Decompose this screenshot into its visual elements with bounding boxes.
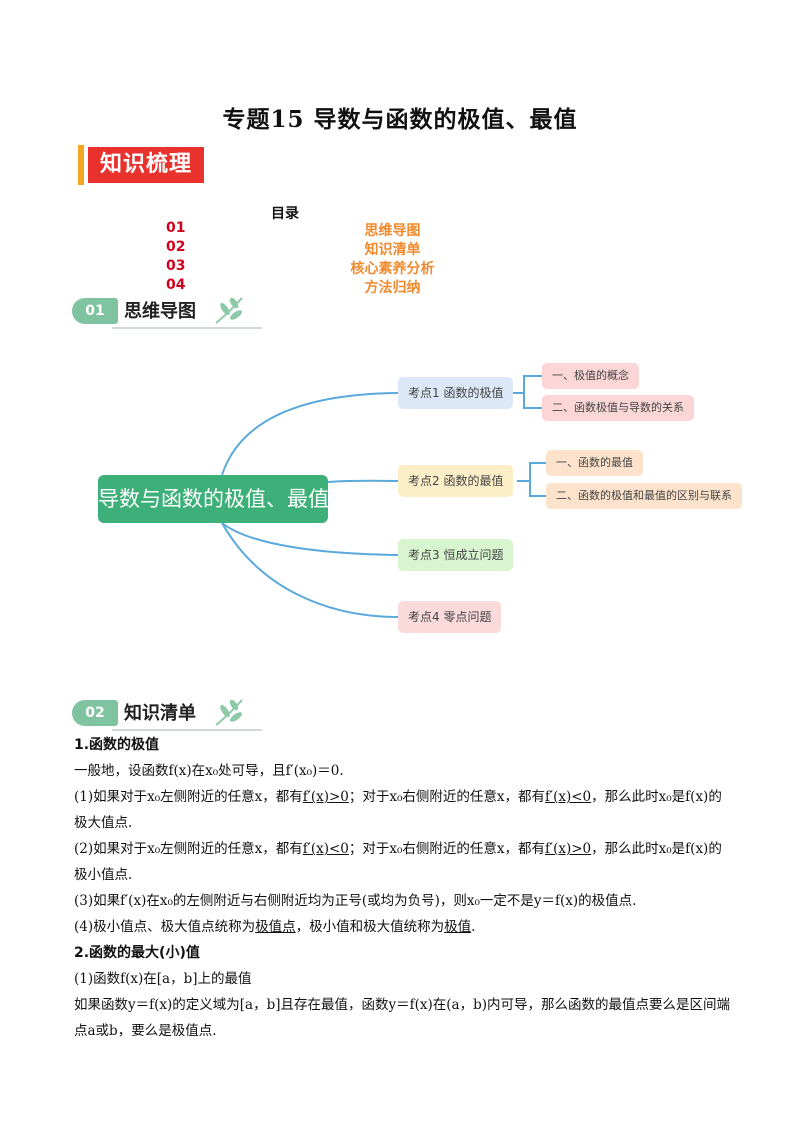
text: (2)如果对于x₀左侧附近的任意x，都有 [74, 841, 303, 857]
section-number-badge: 02 [72, 700, 118, 726]
text: ；对于x₀右侧附近的任意x，都有 [348, 789, 546, 805]
text: (1)如果对于x₀左侧附近的任意x，都有 [74, 789, 303, 805]
mindmap-leaf-2-1[interactable]: 一、函数的最值 [546, 450, 643, 476]
toc-number: 03 [166, 258, 186, 274]
paragraph: (1)函数f(x)在[a，b]上的最值 [74, 971, 252, 987]
underlined-term: f′(x)<0 [302, 841, 349, 857]
underlined-term: 极值 [444, 919, 472, 935]
mindmap-root[interactable]: 导数与函数的极值、最值 [98, 475, 329, 523]
toc-number: 04 [166, 277, 186, 293]
connector-root-k4 [221, 522, 399, 618]
section-underline [112, 327, 262, 329]
toc-label: 核心素养分析 [350, 261, 435, 277]
paragraph: 如果函数y＝f(x)的定义域为[a，b]且存在最值，函数y＝f(x)在(a，b)… [74, 997, 730, 1039]
underlined-term: f′(x)<0 [545, 789, 592, 805]
banner-accent-bar [78, 145, 84, 185]
paragraph: (3)如果f′(x)在x₀的左侧附近与右侧附近均为正号(或均为负号)，则x₀一定… [74, 893, 637, 909]
section-number-badge: 01 [72, 298, 118, 324]
mindmap-branch-3[interactable]: 考点3 恒成立问题 [398, 539, 514, 571]
toc-label: 思维导图 [364, 223, 421, 239]
paragraph: (4)极小值点、极大值点统称为极值点，极小值和极大值统称为极值. [74, 914, 730, 940]
text: ，那么此时x₀是f(x)的极小值点. [74, 841, 722, 883]
paragraph: (2)如果对于x₀左侧附近的任意x，都有f′(x)<0；对于x₀右侧附近的任意x… [74, 836, 730, 888]
heading-max-min: 2.函数的最大(小)值 [74, 945, 200, 961]
knowledge-banner: 知识梳理 [78, 145, 204, 185]
toc-number: 02 [166, 239, 186, 255]
connector-k2-s2 [529, 481, 546, 497]
heading-extremum: 1.函数的极值 [74, 737, 160, 753]
mindmap-leaf-2-2[interactable]: 二、函数的极值和最值的区别与联系 [546, 483, 742, 509]
connector-k1-s1 [510, 375, 542, 394]
text: ，那么此时x₀是f(x)的极大值点. [74, 789, 722, 831]
toc-item[interactable]: 03 核心素养分析 [0, 258, 800, 277]
connector-k2-s1 [517, 462, 546, 482]
toc-number: 01 [166, 220, 186, 236]
mindmap-connectors [221, 375, 546, 618]
section-header-knowledge: 02 知识清单 [72, 697, 262, 733]
mindmap: 导数与函数的极值、最值 考点1 函数的极值 一、极值的概念 二、函数极值与导数的… [98, 363, 742, 633]
toc-label: 方法归纳 [364, 280, 421, 296]
toc-item[interactable]: 01 思维导图 [0, 220, 800, 239]
underlined-term: 极值点 [255, 919, 296, 935]
paragraph: 一般地，设函数f(x)在x₀处可导，且f′(x₀)＝0. [74, 763, 344, 779]
section-underline [112, 729, 262, 731]
toc-item[interactable]: 04 方法归纳 [0, 277, 800, 296]
banner-label: 知识梳理 [88, 147, 204, 183]
mindmap-leaf-1-2[interactable]: 二、函数极值与导数的关系 [542, 395, 694, 421]
underlined-term: f′(x)>0 [545, 841, 592, 857]
section-title: 思维导图 [124, 301, 196, 322]
text: . [471, 919, 476, 935]
paragraph: (1)如果对于x₀左侧附近的任意x，都有f′(x)>0；对于x₀右侧附近的任意x… [74, 784, 730, 836]
connector-k1-s2 [523, 393, 542, 409]
mindmap-branch-4[interactable]: 考点4 零点问题 [398, 601, 502, 633]
toc-label: 知识清单 [364, 242, 421, 258]
section-header-mindmap: 01 思维导图 [72, 295, 262, 331]
knowledge-content: 1.函数的极值 一般地，设函数f(x)在x₀处可导，且f′(x₀)＝0. (1)… [74, 732, 730, 1044]
section-title: 知识清单 [124, 703, 196, 724]
text: ，极小值和极大值统称为 [295, 919, 445, 935]
connector-root-k3 [221, 522, 399, 556]
text: ；对于x₀右侧附近的任意x，都有 [348, 841, 546, 857]
underlined-term: f′(x)>0 [302, 789, 349, 805]
toc-heading: 目录 [271, 206, 299, 222]
toc-item[interactable]: 02 知识清单 [0, 239, 800, 258]
leaf-icon [215, 699, 243, 726]
page-title: 专题15 导数与函数的极值、最值 [222, 106, 578, 133]
mindmap-branch-1[interactable]: 考点1 函数的极值 [398, 377, 514, 409]
mindmap-branch-2[interactable]: 考点2 函数的最值 [398, 465, 514, 497]
connector-root-k2 [327, 479, 399, 483]
leaf-icon [215, 297, 243, 324]
mindmap-leaf-1-1[interactable]: 一、极值的概念 [542, 363, 639, 389]
connector-root-k1 [221, 392, 399, 476]
text: (4)极小值点、极大值点统称为 [74, 919, 256, 935]
